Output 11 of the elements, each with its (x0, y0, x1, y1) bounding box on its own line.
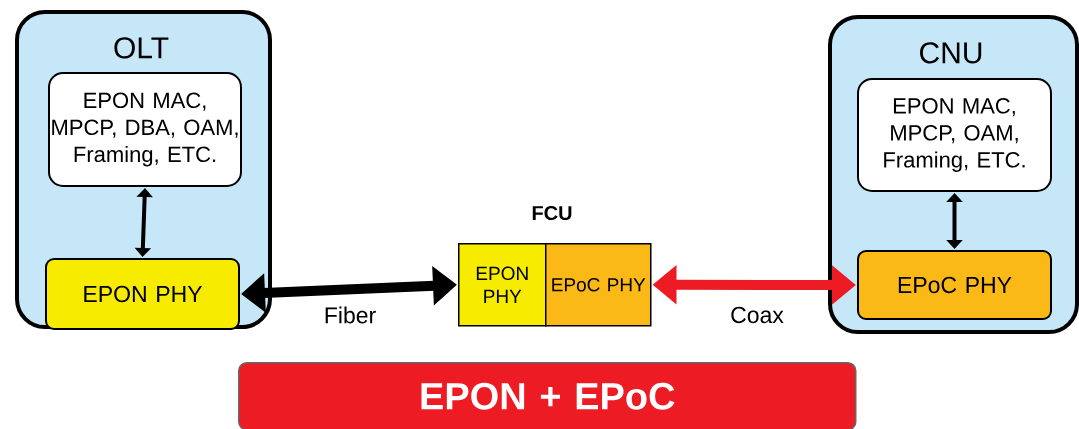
process-box: EPON PHY (45, 258, 240, 330)
double-arrow (946, 193, 963, 249)
edge-label: Fiber (322, 305, 378, 325)
process-box: EPON PHY (458, 243, 547, 327)
process-box: EPoC PHY (857, 250, 1052, 320)
banner-bar: EPON + EPoC (238, 362, 857, 429)
edge-label: Coax (729, 305, 785, 325)
group-label: FCU (532, 205, 572, 221)
process-box: EPON MAC, MPCP, OAM, Framing, ETC. (857, 78, 1052, 192)
process-box: EPoC PHY (545, 243, 652, 327)
process-box: EPON MAC, MPCP, DBA, OAM, Framing, ETC. (48, 72, 242, 187)
